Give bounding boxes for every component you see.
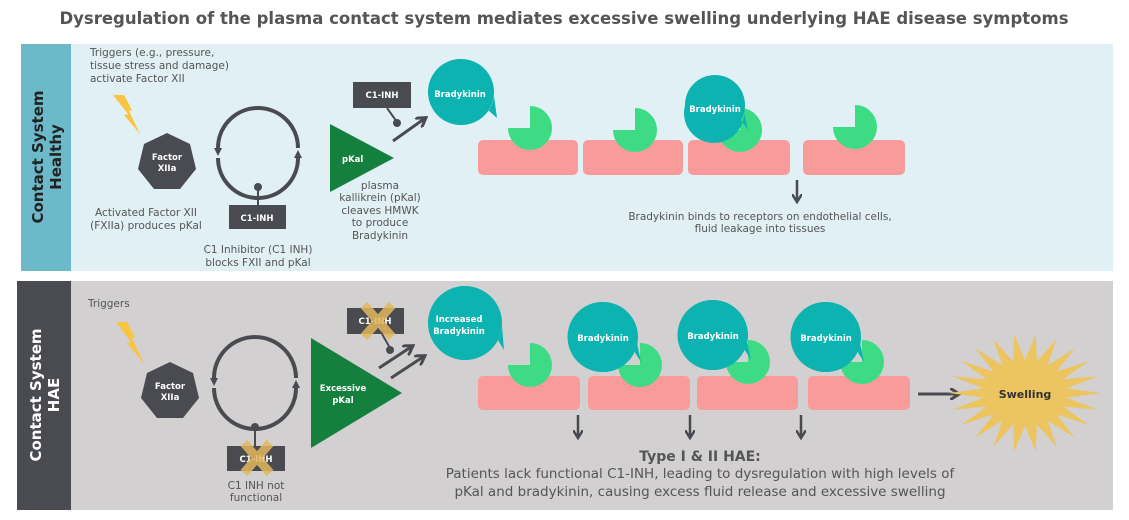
title: Dysregulation of the plasma contact syst… — [59, 9, 1068, 28]
arrow-icon — [392, 119, 424, 143]
result-text: fluid leakage into tissues — [695, 223, 826, 235]
c1-inh-box — [353, 82, 411, 108]
pkal-caption: cleaves HMWK — [341, 205, 419, 217]
arrow-icon — [378, 347, 411, 370]
c1-inh-box — [229, 205, 286, 229]
pkal-triangle — [330, 124, 394, 192]
result-title: Type I & II HAE: — [639, 449, 761, 465]
triggers-text: activate Factor XII — [90, 73, 185, 85]
bradykinin-label: Bradykinin — [689, 105, 741, 115]
hae-panel: Contact System HAE Triggers Factor XIIa … — [17, 281, 1113, 510]
bradykinin-label: Bradykinin — [434, 90, 486, 100]
factor-label: Factor — [155, 382, 186, 392]
blocked-x-icon — [360, 302, 396, 340]
bradykinin-molecule: Bradykinin — [428, 59, 497, 125]
lightning-icon — [116, 322, 144, 364]
factor-xiia-heptagon — [138, 133, 196, 189]
result-text: Patients lack functional C1-INH, leading… — [446, 466, 956, 482]
bradykinin-label: Bradykinin — [433, 327, 485, 337]
factor-label: XIIa — [161, 393, 180, 403]
c1-inh-caption: C1 INH not — [228, 480, 285, 492]
pkal-caption: kallikrein (pKal) — [339, 192, 421, 204]
bradykinin-label: Increased — [436, 315, 483, 325]
arrow-icon — [390, 357, 423, 380]
triggers-text: Triggers — [87, 298, 130, 310]
c1-inh-label: C1-INH — [240, 214, 273, 224]
bradykinin-bound: Bradykinin — [684, 75, 748, 143]
band-label: HAE — [45, 378, 63, 412]
excessive-pkal-triangle — [311, 338, 402, 448]
band-label: Contact System — [29, 90, 47, 223]
band-label: Healthy — [47, 124, 65, 190]
bradykinin-bound — [567, 299, 864, 372]
receptors — [508, 340, 884, 387]
hae-band — [17, 281, 71, 510]
c1-inh-caption: blocks FXII and pKal — [205, 257, 310, 269]
healthy-band — [21, 44, 71, 271]
c1-inh-caption: C1 Inhibitor (C1 INH) — [204, 244, 313, 256]
factor-caption: Activated Factor XII — [95, 207, 197, 219]
lightning-icon — [113, 95, 140, 134]
pkal-caption: to produce — [352, 217, 409, 229]
endothelial-cells — [478, 140, 905, 175]
pkal-caption: plasma — [361, 180, 399, 192]
increased-bradykinin-molecule: Increased Bradykinin — [428, 286, 504, 360]
factor-label: XIIa — [158, 164, 177, 174]
result-text: pKal and bradykinin, causing excess flui… — [454, 484, 945, 500]
factor-xiia-heptagon — [141, 362, 199, 418]
factor-caption: (FXIIa) produces pKal — [90, 220, 202, 232]
pkal-label: pKal — [332, 396, 353, 406]
result-text: Bradykinin binds to receptors on endothe… — [628, 211, 891, 223]
c1-inh-caption: functional — [230, 492, 282, 504]
bradykinin-label: Bradykinin — [800, 334, 852, 344]
factor-label: Factor — [152, 153, 183, 163]
pkal-label: Excessive — [320, 384, 367, 394]
swelling-starburst — [949, 334, 1101, 452]
receptors — [508, 105, 877, 152]
bradykinin-label: Bradykinin — [577, 334, 629, 344]
endothelial-cells — [478, 376, 910, 410]
band-label: Contact System — [27, 328, 45, 461]
triggers-text: tissue stress and damage) — [90, 60, 229, 72]
c1-inh-label: C1-INH — [365, 91, 398, 101]
bradykinin-label: Bradykinin — [687, 332, 739, 342]
pkal-label: pKal — [342, 155, 363, 165]
blocked-x-icon — [240, 440, 274, 476]
triggers-text: Triggers (e.g., pressure, — [89, 47, 214, 59]
pkal-caption: Bradykinin — [352, 230, 408, 242]
healthy-panel: Contact System Healthy Triggers (e.g., p… — [21, 44, 1113, 271]
swelling-label: Swelling — [999, 388, 1052, 401]
